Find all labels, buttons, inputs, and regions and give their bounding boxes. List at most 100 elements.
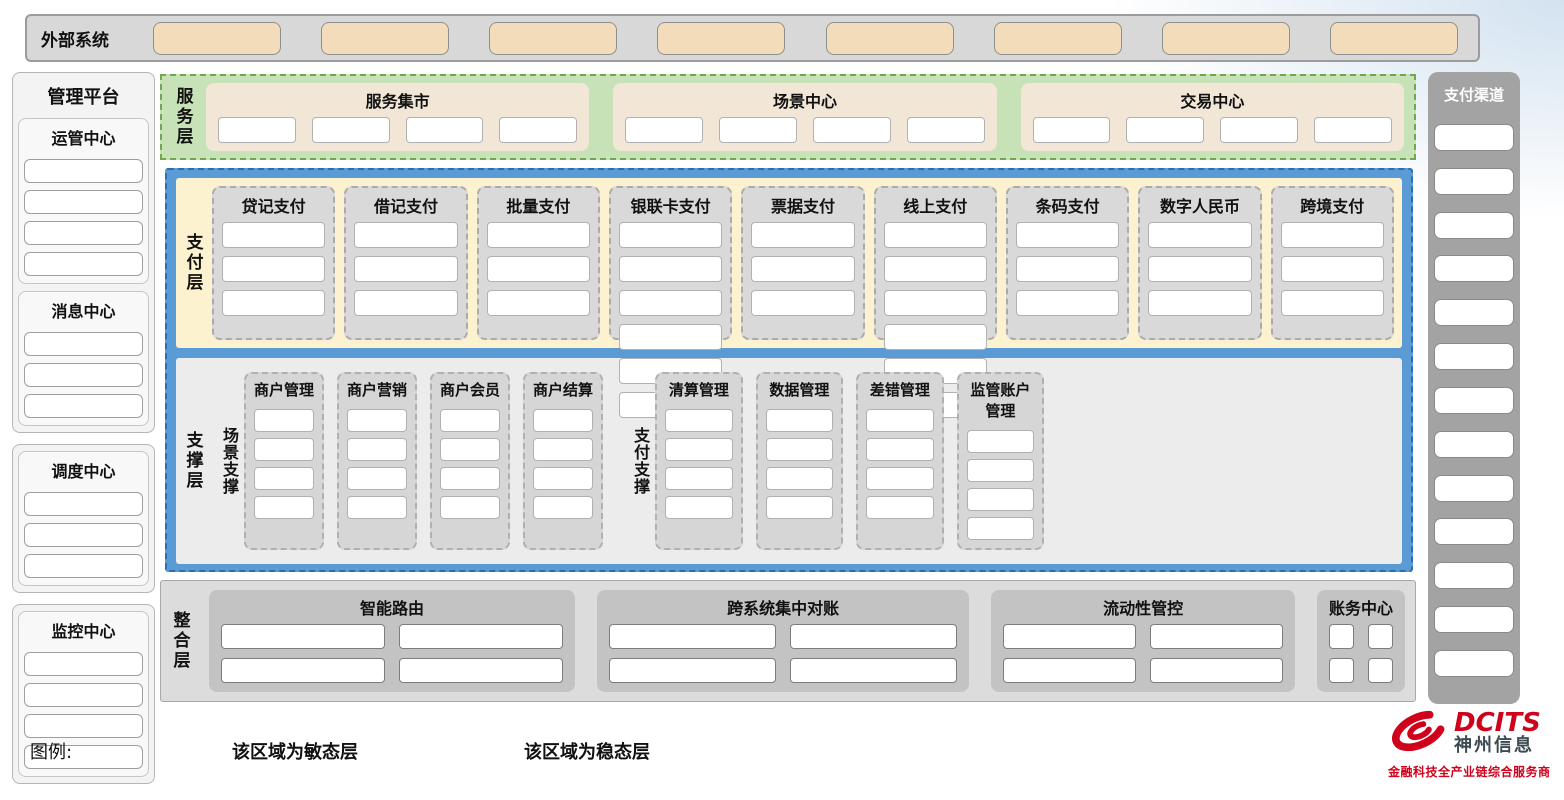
payment-item-button[interactable] xyxy=(1148,222,1252,248)
payment-item-button[interactable] xyxy=(1015,222,1120,248)
channel-button[interactable] xyxy=(1434,562,1514,590)
channel-button[interactable] xyxy=(1434,649,1514,677)
sidebar-item-button[interactable] xyxy=(24,492,143,516)
service-item-button[interactable] xyxy=(218,117,296,143)
channel-button[interactable] xyxy=(1434,167,1514,195)
integration-item-button[interactable] xyxy=(398,624,563,649)
payment-item-button[interactable] xyxy=(883,324,987,350)
payment-item-button[interactable] xyxy=(486,256,590,282)
channel-button[interactable] xyxy=(1434,255,1514,283)
payment-item-button[interactable] xyxy=(354,256,458,282)
external-system-button[interactable] xyxy=(153,21,281,55)
external-system-button[interactable] xyxy=(657,21,786,55)
support-item-button[interactable] xyxy=(665,467,733,490)
integration-item-button[interactable] xyxy=(790,624,958,649)
support-item-button[interactable] xyxy=(440,496,501,519)
sidebar-item-button[interactable] xyxy=(24,363,143,387)
payment-item-button[interactable] xyxy=(1015,256,1120,282)
payment-item-button[interactable] xyxy=(883,222,987,248)
service-item-button[interactable] xyxy=(625,117,704,143)
payment-item-button[interactable] xyxy=(751,290,855,316)
payment-item-button[interactable] xyxy=(1280,256,1384,282)
support-item-button[interactable] xyxy=(866,467,934,490)
payment-item-button[interactable] xyxy=(751,222,855,248)
integration-item-button[interactable] xyxy=(1003,624,1137,649)
sidebar-item-button[interactable] xyxy=(24,554,143,578)
sidebar-item-button[interactable] xyxy=(24,221,143,245)
integration-item-button[interactable] xyxy=(398,658,563,683)
service-item-button[interactable] xyxy=(499,117,578,143)
service-item-button[interactable] xyxy=(719,117,797,143)
support-item-button[interactable] xyxy=(966,517,1035,540)
payment-item-button[interactable] xyxy=(222,290,326,316)
support-item-button[interactable] xyxy=(765,467,834,490)
support-item-button[interactable] xyxy=(254,496,315,519)
payment-item-button[interactable] xyxy=(618,256,723,282)
support-item-button[interactable] xyxy=(254,467,315,490)
service-item-button[interactable] xyxy=(906,117,985,143)
support-item-button[interactable] xyxy=(665,409,733,432)
support-item-button[interactable] xyxy=(347,438,408,461)
channel-button[interactable] xyxy=(1434,343,1514,371)
integration-item-button[interactable] xyxy=(221,624,385,649)
payment-item-button[interactable] xyxy=(354,290,458,316)
integration-item-button[interactable] xyxy=(1328,658,1354,683)
payment-item-button[interactable] xyxy=(1148,256,1252,282)
sidebar-item-button[interactable] xyxy=(24,190,143,214)
support-item-button[interactable] xyxy=(765,409,834,432)
service-item-button[interactable] xyxy=(1126,117,1205,143)
payment-item-button[interactable] xyxy=(486,222,590,248)
service-item-button[interactable] xyxy=(1032,117,1111,143)
integration-item-button[interactable] xyxy=(221,658,385,683)
external-system-button[interactable] xyxy=(993,21,1122,55)
channel-button[interactable] xyxy=(1434,474,1514,502)
payment-item-button[interactable] xyxy=(222,256,326,282)
payment-item-button[interactable] xyxy=(618,290,723,316)
payment-item-button[interactable] xyxy=(354,222,458,248)
service-item-button[interactable] xyxy=(405,117,484,143)
payment-item-button[interactable] xyxy=(751,256,855,282)
sidebar-item-button[interactable] xyxy=(24,683,143,707)
payment-item-button[interactable] xyxy=(1280,222,1384,248)
support-item-button[interactable] xyxy=(440,438,501,461)
support-item-button[interactable] xyxy=(533,409,594,432)
payment-item-button[interactable] xyxy=(1015,290,1120,316)
integration-item-button[interactable] xyxy=(1328,624,1354,649)
sidebar-item-button[interactable] xyxy=(24,394,143,418)
support-item-button[interactable] xyxy=(254,409,315,432)
support-item-button[interactable] xyxy=(254,438,315,461)
external-system-button[interactable] xyxy=(321,21,450,55)
support-item-button[interactable] xyxy=(665,438,733,461)
support-item-button[interactable] xyxy=(765,496,834,519)
support-item-button[interactable] xyxy=(866,409,934,432)
support-item-button[interactable] xyxy=(347,467,408,490)
payment-item-button[interactable] xyxy=(1148,290,1252,316)
service-item-button[interactable] xyxy=(1220,117,1299,143)
support-item-button[interactable] xyxy=(866,438,934,461)
payment-item-button[interactable] xyxy=(883,256,987,282)
service-item-button[interactable] xyxy=(1314,117,1392,143)
sidebar-item-button[interactable] xyxy=(24,159,143,183)
support-item-button[interactable] xyxy=(347,496,408,519)
external-system-button[interactable] xyxy=(1161,21,1290,55)
channel-button[interactable] xyxy=(1434,606,1514,634)
channel-button[interactable] xyxy=(1434,299,1514,327)
support-item-button[interactable] xyxy=(440,409,501,432)
payment-item-button[interactable] xyxy=(618,222,723,248)
support-item-button[interactable] xyxy=(866,496,934,519)
sidebar-item-button[interactable] xyxy=(24,332,143,356)
support-item-button[interactable] xyxy=(440,467,501,490)
support-item-button[interactable] xyxy=(533,467,594,490)
support-item-button[interactable] xyxy=(665,496,733,519)
service-item-button[interactable] xyxy=(812,117,891,143)
support-item-button[interactable] xyxy=(347,409,408,432)
sidebar-item-button[interactable] xyxy=(24,745,143,769)
channel-button[interactable] xyxy=(1434,211,1514,239)
sidebar-item-button[interactable] xyxy=(24,523,143,547)
support-item-button[interactable] xyxy=(966,488,1035,511)
payment-item-button[interactable] xyxy=(1280,290,1384,316)
integration-item-button[interactable] xyxy=(608,658,777,683)
sidebar-item-button[interactable] xyxy=(24,652,143,676)
channel-button[interactable] xyxy=(1434,518,1514,546)
support-item-button[interactable] xyxy=(966,430,1035,453)
